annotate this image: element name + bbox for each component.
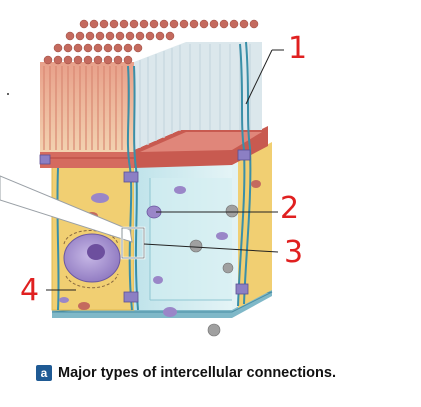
callout-3: 3 (284, 235, 304, 270)
figure-caption: a Major types of intercellular connectio… (36, 363, 336, 383)
leader-lines (46, 49, 284, 291)
gap-junction-spots (189, 204, 239, 337)
microvilli-front (40, 62, 134, 152)
callout-4: 4 (20, 273, 40, 308)
junction-markers (39, 149, 251, 303)
caption-badge: a (36, 365, 52, 381)
terminal-web-band (40, 126, 268, 168)
microvilli-right (134, 42, 262, 150)
callout-2: 2 (280, 191, 300, 226)
microvilli-tips (43, 19, 259, 65)
stray-mark (7, 93, 9, 95)
callout-1: 1 (288, 31, 308, 66)
caption-text: Major types of intercellular connections… (58, 365, 336, 381)
nucleus (63, 230, 121, 289)
magnifier-pointer (0, 175, 146, 260)
